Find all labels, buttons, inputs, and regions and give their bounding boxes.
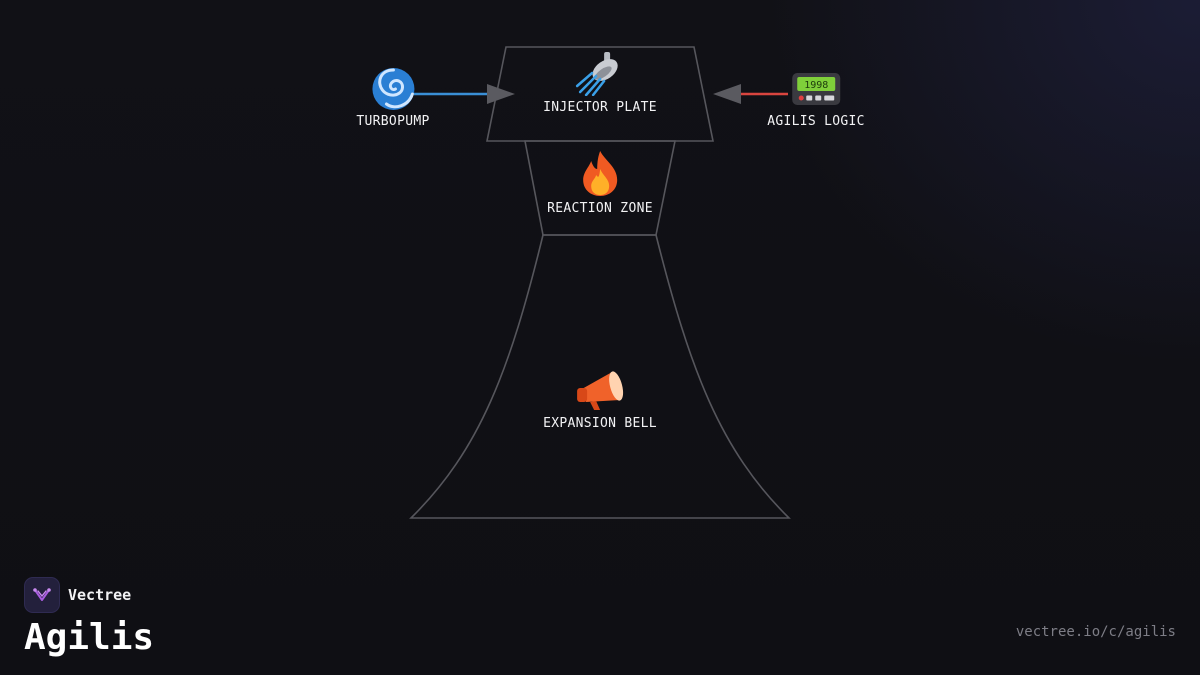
footer-url-link[interactable]: vectree.io/c/agilis xyxy=(1015,624,1176,640)
node-expansion-bell: EXPANSION BELL xyxy=(543,366,657,431)
injector-plate-shape xyxy=(486,46,714,142)
expansion-bell-label: EXPANSION BELL xyxy=(543,416,657,431)
node-reaction-zone: REACTION ZONE xyxy=(547,149,653,216)
shower-icon xyxy=(575,52,618,96)
pager-icon: 1998 xyxy=(792,73,840,105)
node-turbopump: TURBOPUMP xyxy=(356,64,429,129)
arrowhead-turbopump-injector xyxy=(487,84,515,104)
brand-row: Vectree xyxy=(24,577,154,613)
svg-text:1998: 1998 xyxy=(804,80,828,91)
brand-name: Vectree xyxy=(68,586,132,604)
vectree-logo-icon xyxy=(24,577,60,613)
reaction-zone-label: REACTION ZONE xyxy=(547,201,653,216)
injector-plate-label: INJECTOR PLATE xyxy=(543,100,657,115)
megaphone-icon xyxy=(577,371,623,410)
node-injector-plate: INJECTOR PLATE xyxy=(543,50,657,115)
arrowhead-logic-injector xyxy=(713,84,741,104)
turbopump-label: TURBOPUMP xyxy=(356,114,430,129)
node-agilis-logic: 1998 AGILIS LOGIC xyxy=(767,70,865,129)
fire-icon xyxy=(583,151,617,196)
agilis-logic-label: AGILIS LOGIC xyxy=(767,114,865,129)
cyclone-icon xyxy=(371,68,414,110)
brand-block: Vectree Agilis xyxy=(24,577,154,659)
expansion-bell-shape xyxy=(409,234,791,519)
page-title: Agilis xyxy=(24,617,155,658)
